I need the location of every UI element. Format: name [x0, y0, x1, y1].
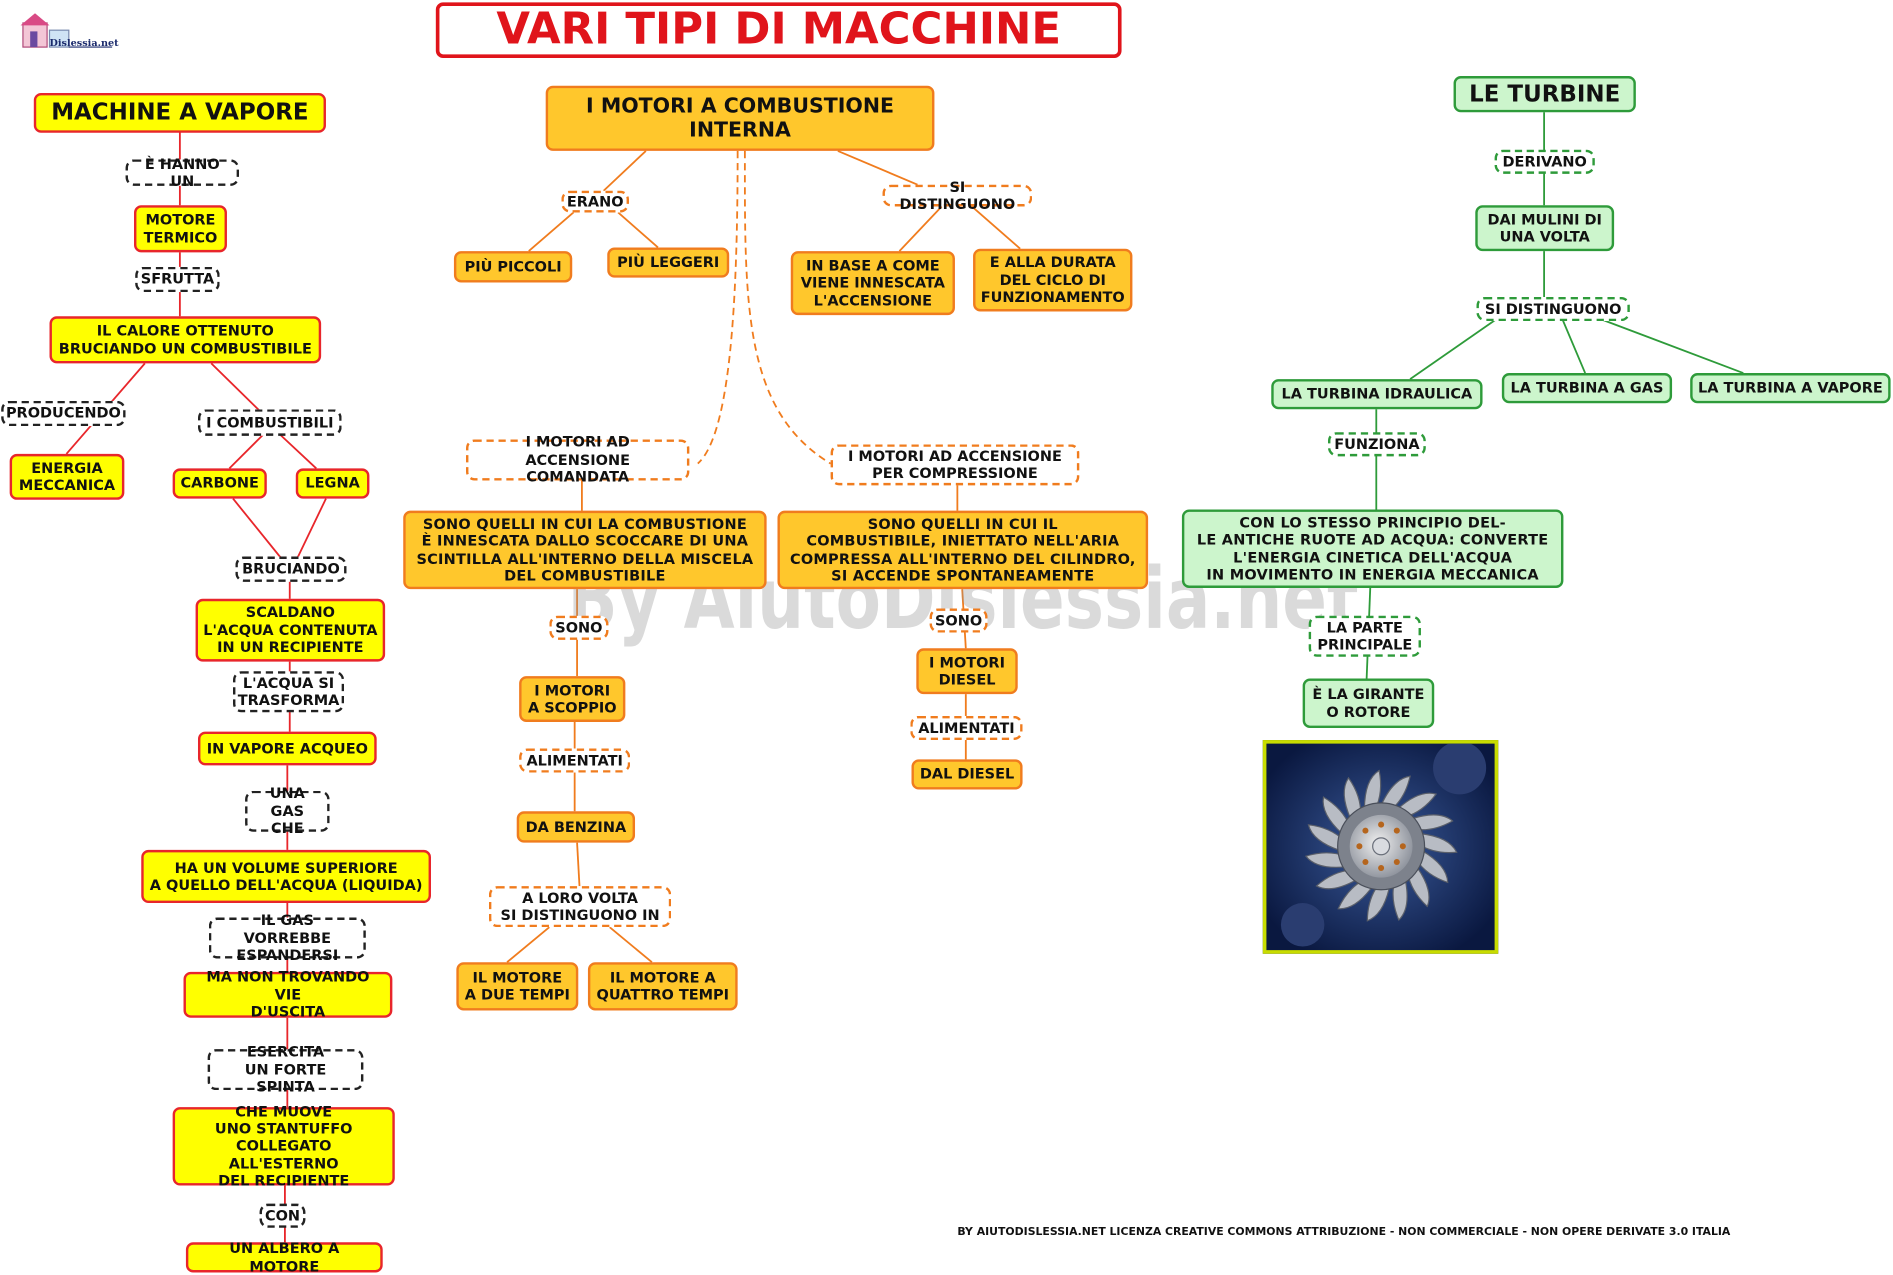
connector-combustibili: I COMBUSTIBILI: [197, 409, 342, 436]
connector-sono-2: SONO: [929, 608, 988, 633]
license-footer: BY AIUTODISLESSIA.NET LICENZA CREATIVE C…: [957, 1226, 1731, 1239]
energia-meccanica-node: ENERGIA MECCANICA: [9, 453, 125, 500]
principio-node: CON LO STESSO PRINCIPIO DEL- LE ANTICHE …: [1181, 509, 1564, 588]
compressione-description: SONO QUELLI IN CUI IL COMBUSTIBILE, INIE…: [777, 510, 1149, 590]
connector-hanno: È HANNO UN: [125, 155, 240, 190]
piu-leggeri-node: PIÙ LEGGERI: [607, 247, 730, 278]
connector-gas-che: UNA GAS CHE: [245, 785, 330, 837]
innescata-node: IN BASE A COME VIENE INNESCATA L'ACCENSI…: [790, 251, 955, 316]
connector-sfrutta: SFRUTTA: [135, 266, 220, 293]
connector-alimentati-2: ALIMENTATI: [910, 715, 1023, 741]
volume-node: HA UN VOLUME SUPERIORE A QUELLO DELL'ACQ…: [141, 849, 431, 904]
connector-sono-1: SONO: [549, 615, 609, 640]
due-tempi-node: IL MOTORE A DUE TEMPI: [456, 962, 579, 1011]
legna-node: LEGNA: [295, 468, 370, 499]
carbone-node: CARBONE: [172, 468, 267, 499]
page-title: VARI TIPI DI MACCHINE: [435, 2, 1122, 58]
mulini-node: DAI MULINI DI UNA VOLTA: [1475, 205, 1615, 252]
connector-acqua-trasforma: L'ACQUA SI TRASFORMA: [233, 671, 345, 713]
calore-node: IL CALORE OTTENUTO BRUCIANDO UN COMBUSTI…: [49, 316, 322, 364]
connector-espandersi: IL GAS VORREBBE ESPANDERSI: [208, 912, 366, 964]
turbina-vapore-node: LA TURBINA A VAPORE: [1690, 373, 1891, 404]
turbine-header: LE TURBINE: [1453, 76, 1636, 113]
vapore-acqueo-node: IN VAPORE ACQUEO: [197, 731, 377, 766]
girante-node: È LA GIRANTE O ROTORE: [1302, 678, 1435, 728]
combustione-header: I MOTORI A COMBUSTIONE INTERNA: [545, 85, 935, 151]
house-logo-icon: [20, 13, 113, 48]
turbine-lines: [1365, 112, 1744, 679]
connector-erano: ERANO: [561, 190, 629, 213]
connector-parte-principale: LA PARTE PRINCIPALE: [1308, 615, 1421, 657]
connector-accensione-compressione: I MOTORI AD ACCENSIONE PER COMPRESSIONE: [830, 444, 1080, 486]
pelton-wheel-icon: [1266, 743, 1495, 951]
connector-producendo: PRODUCENDO: [1, 400, 126, 427]
dal-diesel-node: DAL DIESEL: [911, 759, 1023, 790]
non-trovando-node: MA NON TROVANDO VIE D'USCITA: [183, 969, 393, 1020]
connector-accensione-comandata: I MOTORI AD ACCENSIONE COMANDATA: [466, 434, 690, 486]
connector-derivano: DERIVANO: [1494, 149, 1595, 174]
motore-termico-node: MOTORE TERMICO: [134, 205, 227, 253]
connector-si-distinguono-turbine: SI DISTINGUONO: [1476, 296, 1630, 322]
vapore-header: MACHINE A VAPORE: [33, 92, 326, 133]
scoppio-node: I MOTORI A SCOPPIO: [519, 676, 626, 722]
connector-funziona: FUNZIONA: [1327, 432, 1426, 457]
connector-si-distinguono: SI DISTINGUONO: [882, 178, 1033, 212]
comandata-description: SONO QUELLI IN CUI LA COMBUSTIONE È INNE…: [403, 510, 767, 590]
logo: [20, 13, 113, 49]
connector-a-loro-volta: A LORO VOLTA SI DISTINGUONO IN: [488, 886, 672, 928]
connector-bruciando: BRUCIANDO: [235, 556, 347, 582]
connector-alimentati-1: ALIMENTATI: [519, 748, 631, 773]
albero-node: UN ALBERO A MOTORE: [185, 1240, 383, 1274]
scaldano-node: SCALDANO L'ACQUA CONTENUTA IN UN RECIPIE…: [195, 598, 386, 662]
logo-text: Dislessia.net: [49, 36, 119, 49]
quattro-tempi-node: IL MOTORE A QUATTRO TEMPI: [587, 962, 738, 1011]
connector-esercita: ESERCITA UN FORTE SPINTA: [207, 1044, 364, 1095]
turbine-rotor-photo: [1262, 740, 1499, 954]
durata-node: E ALLA DURATA DEL CICLO DI FUNZIONAMENTO: [973, 248, 1133, 312]
piu-piccoli-node: PIÙ PICCOLI: [453, 251, 573, 283]
diesel-node: I MOTORI DIESEL: [916, 648, 1018, 695]
turbina-idraulica-node: LA TURBINA IDRAULICA: [1271, 379, 1483, 410]
turbina-gas-node: LA TURBINA A GAS: [1501, 373, 1673, 404]
benzina-node: DA BENZINA: [516, 811, 636, 843]
stantuffo-node: CHE MUOVE UNO STANTUFFO COLLEGATO ALL'ES…: [172, 1103, 395, 1189]
connector-con: CON: [259, 1203, 306, 1228]
